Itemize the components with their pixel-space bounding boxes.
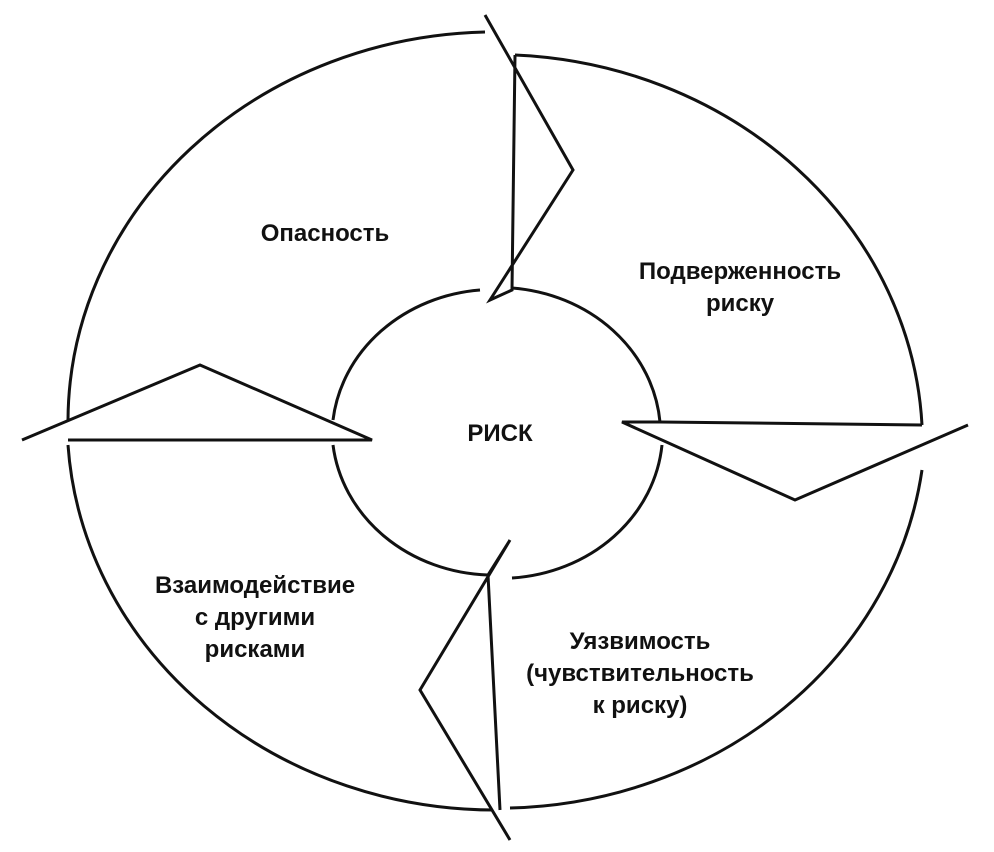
inner-circle-arc-top-right [511,286,662,423]
outer-ring-arc-bottom-right [509,469,924,810]
center-label: РИСК [430,418,570,450]
segment-label-interaction: Взаимодействие с другими рисками [110,570,400,666]
segment-label-line: Подверженность [638,258,842,285]
center-label-text: РИСК [467,420,533,447]
arrow-left [21,363,373,442]
segment-label-line: рисками [204,636,306,663]
outer-ring-arc-bottom-left [66,444,501,812]
segment-label-line: Уязвимость [569,628,711,655]
segment-label-exposure: Подверженность риску [590,256,890,320]
segment-label-line: к риску) [592,692,688,719]
inner-circle-arc-bottom-left [331,444,489,577]
segment-label-line: Взаимодействие [154,572,356,599]
arrow-right [621,420,969,502]
outer-ring-arc-right [514,53,924,426]
outer-ring-arc-top-left [66,30,486,421]
segment-label-vulnerability: Уязвимость (чувствительность к риску) [480,626,800,722]
inner-circle-arc-top-left [331,288,481,421]
inner-circle-arc-bottom-right [511,444,664,580]
segment-label-line: (чувствительность [526,660,754,687]
segment-label-line: с другими [194,604,316,631]
arrow-bottom [418,539,512,841]
segment-label-line: Опасность [260,220,390,247]
arrow-top [483,14,575,304]
segment-label-line: риску [705,290,775,317]
segment-label-hazard: Опасность [200,218,450,250]
